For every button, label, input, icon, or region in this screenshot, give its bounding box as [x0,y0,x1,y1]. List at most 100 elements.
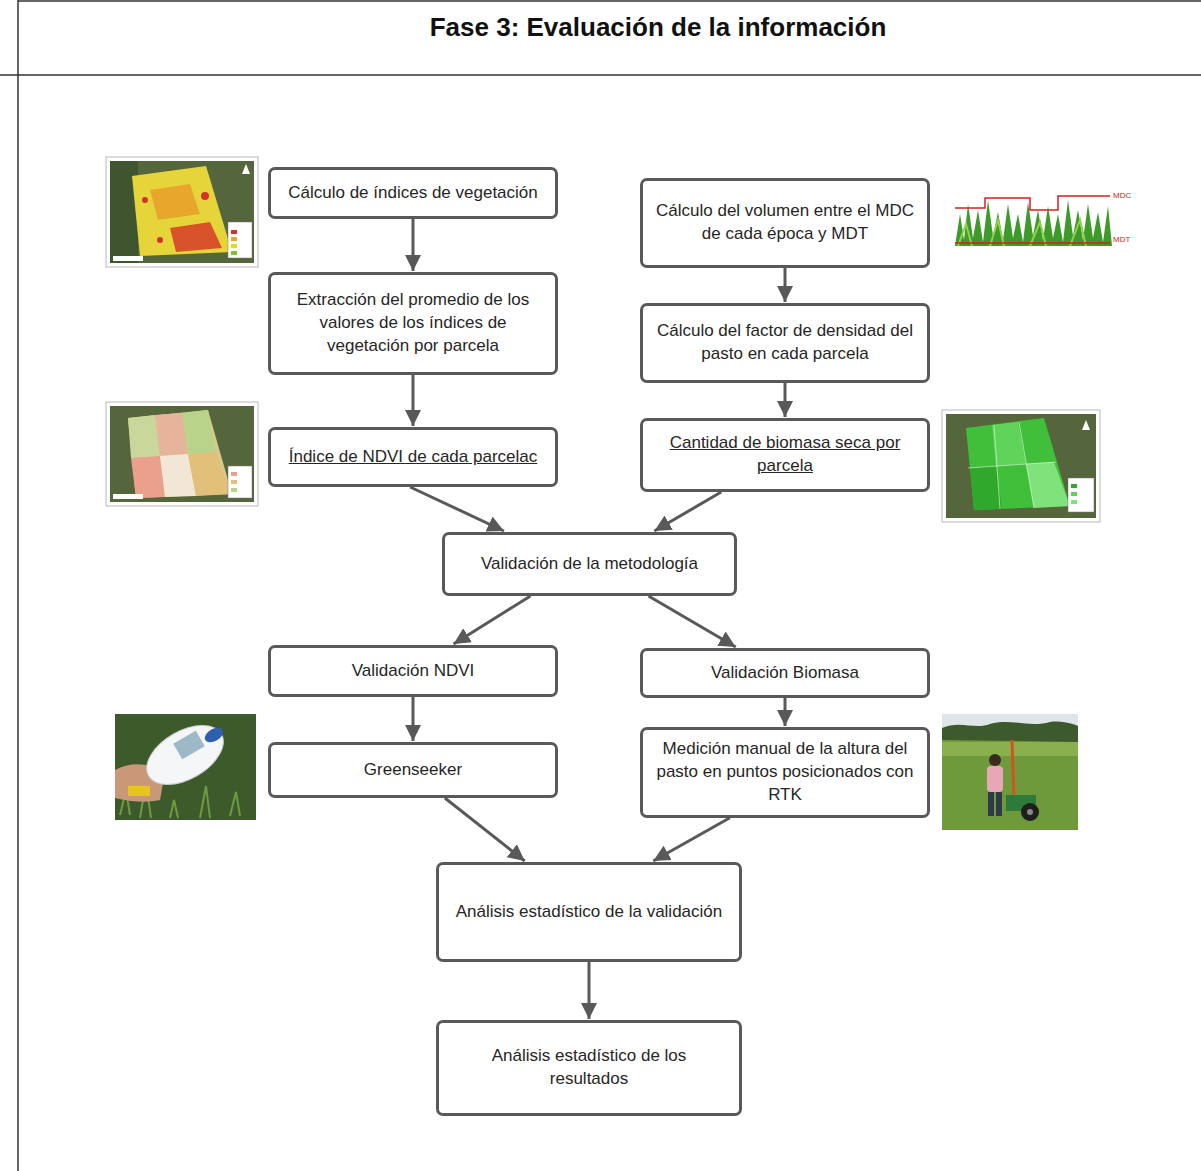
person-head [989,754,1001,766]
grass-highlight [958,220,1086,246]
map-spot [201,192,209,200]
map-plot [188,452,232,496]
model-label: MDC [1113,192,1131,200]
plot-border [1019,422,1034,508]
frame-line [17,0,19,1171]
box-text: Cálculo de índices de vegetación [288,182,538,205]
map-legend-swatch [231,230,237,234]
greenseeker-photo [115,713,256,820]
map-legend-box [1068,478,1094,512]
map-legend-swatch [1071,492,1077,496]
map-field [966,418,1070,510]
flow-arrow [412,697,415,741]
map-frame [106,157,258,267]
photo-ground [942,714,1078,830]
person-leg [996,792,1002,816]
process-box: Validación NDVI [268,645,558,697]
box-text: Análisis estadístico de los resultados [451,1045,727,1091]
terrain-model-line [955,242,1110,244]
map-legend-swatch [231,251,237,255]
field-photo [942,714,1078,830]
map-thumbnail [942,410,1100,522]
process-box: Índice de NDVI de cada parcelac [268,427,558,487]
process-box: Validación de la metodología [442,532,737,596]
device-trigger [128,786,150,796]
map-legend-swatch [231,480,237,484]
process-box: Cantidad de biomasa seca por parcela [640,418,930,492]
map-ground [110,161,254,263]
process-box: Análisis estadístico de la validación [436,862,742,962]
flow-arrow [784,268,787,302]
plot-border [994,425,1000,509]
flow-arrow [454,596,531,644]
model-label: MDT [1113,236,1130,244]
box-text: Cálculo del factor de densidad del pasto… [655,320,915,366]
flow-arrow [412,375,415,426]
flow-arrow [588,962,591,1019]
flow-arrow [649,596,736,647]
map-spot [157,237,163,243]
map-field-zone [150,184,200,220]
box-text: Análisis estadístico de la validación [456,901,722,924]
map-field-zone [170,222,222,252]
photo-pasture [942,742,1078,756]
map-legend-swatch [231,244,237,248]
process-box: Cálculo del volumen entre el MDC de cada… [640,178,930,268]
map-legend-swatch [231,237,237,241]
grass-illustration [955,196,1112,246]
map-legend-swatch [1071,500,1077,504]
process-box: Extracción del promedio de los valores d… [268,272,558,375]
map-plot [992,422,1026,466]
flow-arrow [654,492,721,531]
map-legend-swatch [231,488,237,492]
map-thumbnail [106,157,258,267]
box-text: Cantidad de biomasa seca por parcela [655,432,915,478]
grass-blades [955,200,1112,246]
scale-bar [113,256,143,261]
process-box: Greenseeker [268,742,558,798]
process-box: Medición manual de la altura del pasto e… [640,727,930,818]
scale-bar [113,494,143,499]
box-text: Cálculo del volumen entre el MDC de cada… [655,200,915,246]
frame-line [18,0,1201,2]
box-text: Medición manual de la altura del pasto e… [655,738,915,807]
frame-line [0,74,1201,76]
flow-arrow [412,219,415,271]
map-ground [110,406,254,502]
box-text: Validación Biomasa [711,662,859,685]
north-arrow [242,164,250,174]
box-text: Extracción del promedio de los valores d… [283,289,543,358]
process-box: Análisis estadístico de los resultados [436,1020,742,1116]
device-screen [173,731,205,760]
flow-arrow [445,798,525,861]
flow-arrow [653,818,730,861]
surface-model-line [955,196,1110,210]
map-field [128,410,232,498]
mower-wheel [1021,803,1039,821]
box-text: Validación NDVI [352,660,475,683]
north-arrow [1082,420,1090,430]
measuring-pole [1012,740,1014,800]
plot-border [968,462,1056,468]
map-legend-swatch [231,472,237,476]
map-frame [942,410,1100,522]
map-field [132,166,232,256]
flow-arrow [784,383,787,417]
map-legend-box [228,222,252,258]
map-plot [182,410,216,454]
box-text: Validación de la metodología [481,553,698,576]
device-sensor [202,725,225,745]
box-text: Greenseeker [364,759,462,782]
photo-trees [942,722,1078,742]
process-box: Cálculo del factor de densidad del pasto… [640,303,930,383]
process-box: Cálculo de índices de vegetación [268,167,558,219]
map-spot [142,197,148,203]
map-plot [128,415,160,458]
map-legend-box [228,466,252,498]
flow-arrow [784,698,787,726]
photo-ground [115,714,256,820]
greenseeker-device [137,713,234,797]
map-ground [946,414,1096,518]
map-plot [131,456,165,498]
